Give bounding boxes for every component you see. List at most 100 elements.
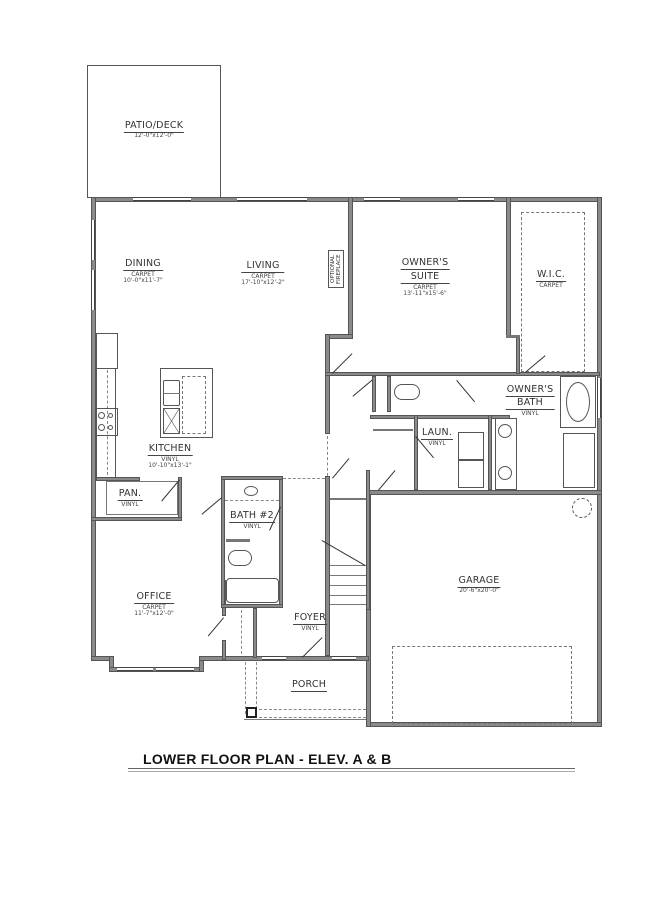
kitchen-counter-upper (96, 333, 118, 369)
porch-label: PORCH (290, 680, 328, 692)
opening-hall (327, 436, 328, 476)
dryer (458, 460, 484, 488)
bath2-towel-bar (226, 539, 250, 542)
porch-left-dash (245, 662, 246, 714)
kitchen-hall-door[interactable] (201, 497, 222, 515)
foyer-label: FOYER VINYL (293, 613, 327, 632)
burner-4 (108, 425, 113, 430)
burner-3 (98, 424, 105, 431)
dining-label: DINING CARPET 10'-0"x11'-7" (123, 259, 163, 285)
pantry-label: PAN. VINYL (117, 488, 143, 508)
living-dims: 17'-10"x12'-2" (241, 279, 285, 287)
wall-suite-bottom (325, 372, 600, 376)
window-office-2 (156, 667, 194, 671)
wall-office-right-lower (222, 640, 226, 660)
kitchen-counter-dashes (107, 370, 108, 475)
window-foyer-1 (262, 656, 286, 660)
kitchen-floor: VINYL (161, 455, 179, 463)
owners-shower (563, 433, 595, 488)
vanity-sink-2 (498, 466, 512, 480)
wall-garage-top (366, 490, 602, 495)
burner-2 (108, 413, 113, 418)
wc-door[interactable] (456, 380, 475, 403)
owners-vanity (495, 418, 517, 490)
office-dims: 11'-7"x12'-0" (134, 610, 174, 618)
wic-name: W.I.C. (536, 269, 566, 282)
porch-left-dash-2 (256, 662, 257, 714)
window-left-2 (91, 270, 95, 310)
stair-tread-5 (330, 604, 366, 605)
laundry-hall-door[interactable] (378, 470, 396, 491)
burner-1 (98, 412, 105, 419)
owners-suite-label: OWNER'S SUITE CARPET 13'-11"x15'-6" (400, 258, 450, 298)
stair-tread-2 (330, 575, 366, 576)
garage-door-outline (392, 646, 572, 724)
front-door[interactable] (302, 637, 323, 658)
bath2-label: BATH #2 VINYL (229, 511, 275, 530)
wic-shelving (521, 212, 585, 372)
hall-closet-door[interactable] (352, 379, 373, 397)
wall-closet-right (253, 608, 257, 658)
window-top-2 (237, 197, 307, 201)
wall-bath2-left (221, 476, 225, 608)
wall-wic-left (506, 197, 511, 337)
closet-dash (241, 610, 242, 654)
wall-pantry-right (178, 477, 182, 521)
owners-suite-door[interactable] (332, 353, 353, 374)
stair-tread-1 (330, 565, 366, 566)
laundry-shelf (373, 429, 413, 431)
wall-bath2-right (279, 476, 283, 608)
wall-living-right (348, 197, 353, 337)
pantry-name: PAN. (117, 488, 143, 501)
wall-bath2-top (221, 476, 283, 480)
dishwasher (163, 408, 180, 434)
owners-bath-label: OWNER'S BATH VINYL (505, 384, 555, 417)
living-name: LIVING (241, 261, 285, 273)
window-office-1 (117, 667, 153, 671)
wall-wic-left-lower (516, 337, 520, 374)
island-cabinets (182, 376, 206, 434)
wic-label: W.I.C. CARPET (536, 270, 566, 289)
foyer-name: FOYER (293, 612, 327, 625)
owners-bath-name-1: OWNER'S (505, 384, 555, 397)
garage-dims: 20'-6"x20'-0" (459, 586, 499, 594)
title-underline (128, 768, 575, 769)
wic-floor: CARPET (539, 281, 563, 289)
wall-vanity-back (488, 415, 492, 490)
kitchen-label: KITCHEN VINYL 10'-10"x13'-1" (147, 443, 193, 470)
kitchen-name: KITCHEN (147, 443, 193, 456)
wall-wic-stub (506, 335, 520, 338)
owners-suite-name-2: SUITE (400, 271, 450, 284)
office-door[interactable] (207, 617, 224, 637)
dining-floor: CARPET (131, 270, 155, 278)
window-foyer-2 (332, 656, 356, 660)
garage-entry-door[interactable] (332, 458, 350, 479)
window-owners-bath (597, 378, 601, 418)
laundry-name: LAUN. (420, 427, 454, 440)
bath2-name: BATH #2 (229, 510, 275, 523)
porch-beam (259, 709, 366, 710)
plan-title: LOWER FLOOR PLAN - ELEV. A & B (143, 751, 392, 767)
bath2-tub (226, 578, 279, 603)
title-underline-secondary (128, 771, 575, 772)
patio-deck-label: PATIO/DECK 12'-0"x12'-0" (123, 120, 185, 139)
wall-stair-right (366, 470, 370, 610)
patio-deck-name: PATIO/DECK (123, 120, 185, 133)
water-heater (572, 498, 592, 518)
owners-tub-basin (566, 382, 590, 422)
living-floor: CARPET (251, 272, 275, 280)
washer (458, 432, 484, 460)
stair-tread-4 (330, 595, 366, 596)
bath2-vanity-edge (225, 500, 279, 501)
window-left-1 (91, 220, 95, 260)
dining-dims: 10'-0"x11'-7" (123, 277, 163, 285)
kitchen-sink-divider (163, 393, 180, 394)
owners-bath-floor: VINYL (521, 409, 539, 417)
hall-opening-top (283, 478, 325, 479)
bath2-floor: VINYL (243, 522, 261, 530)
window-top-1 (133, 197, 191, 201)
patio-deck-dims: 12'-0"x12'-0" (134, 131, 174, 139)
wall-hall-left-lower (325, 476, 330, 656)
owners-toilet (394, 384, 420, 400)
dining-name: DINING (123, 258, 163, 271)
